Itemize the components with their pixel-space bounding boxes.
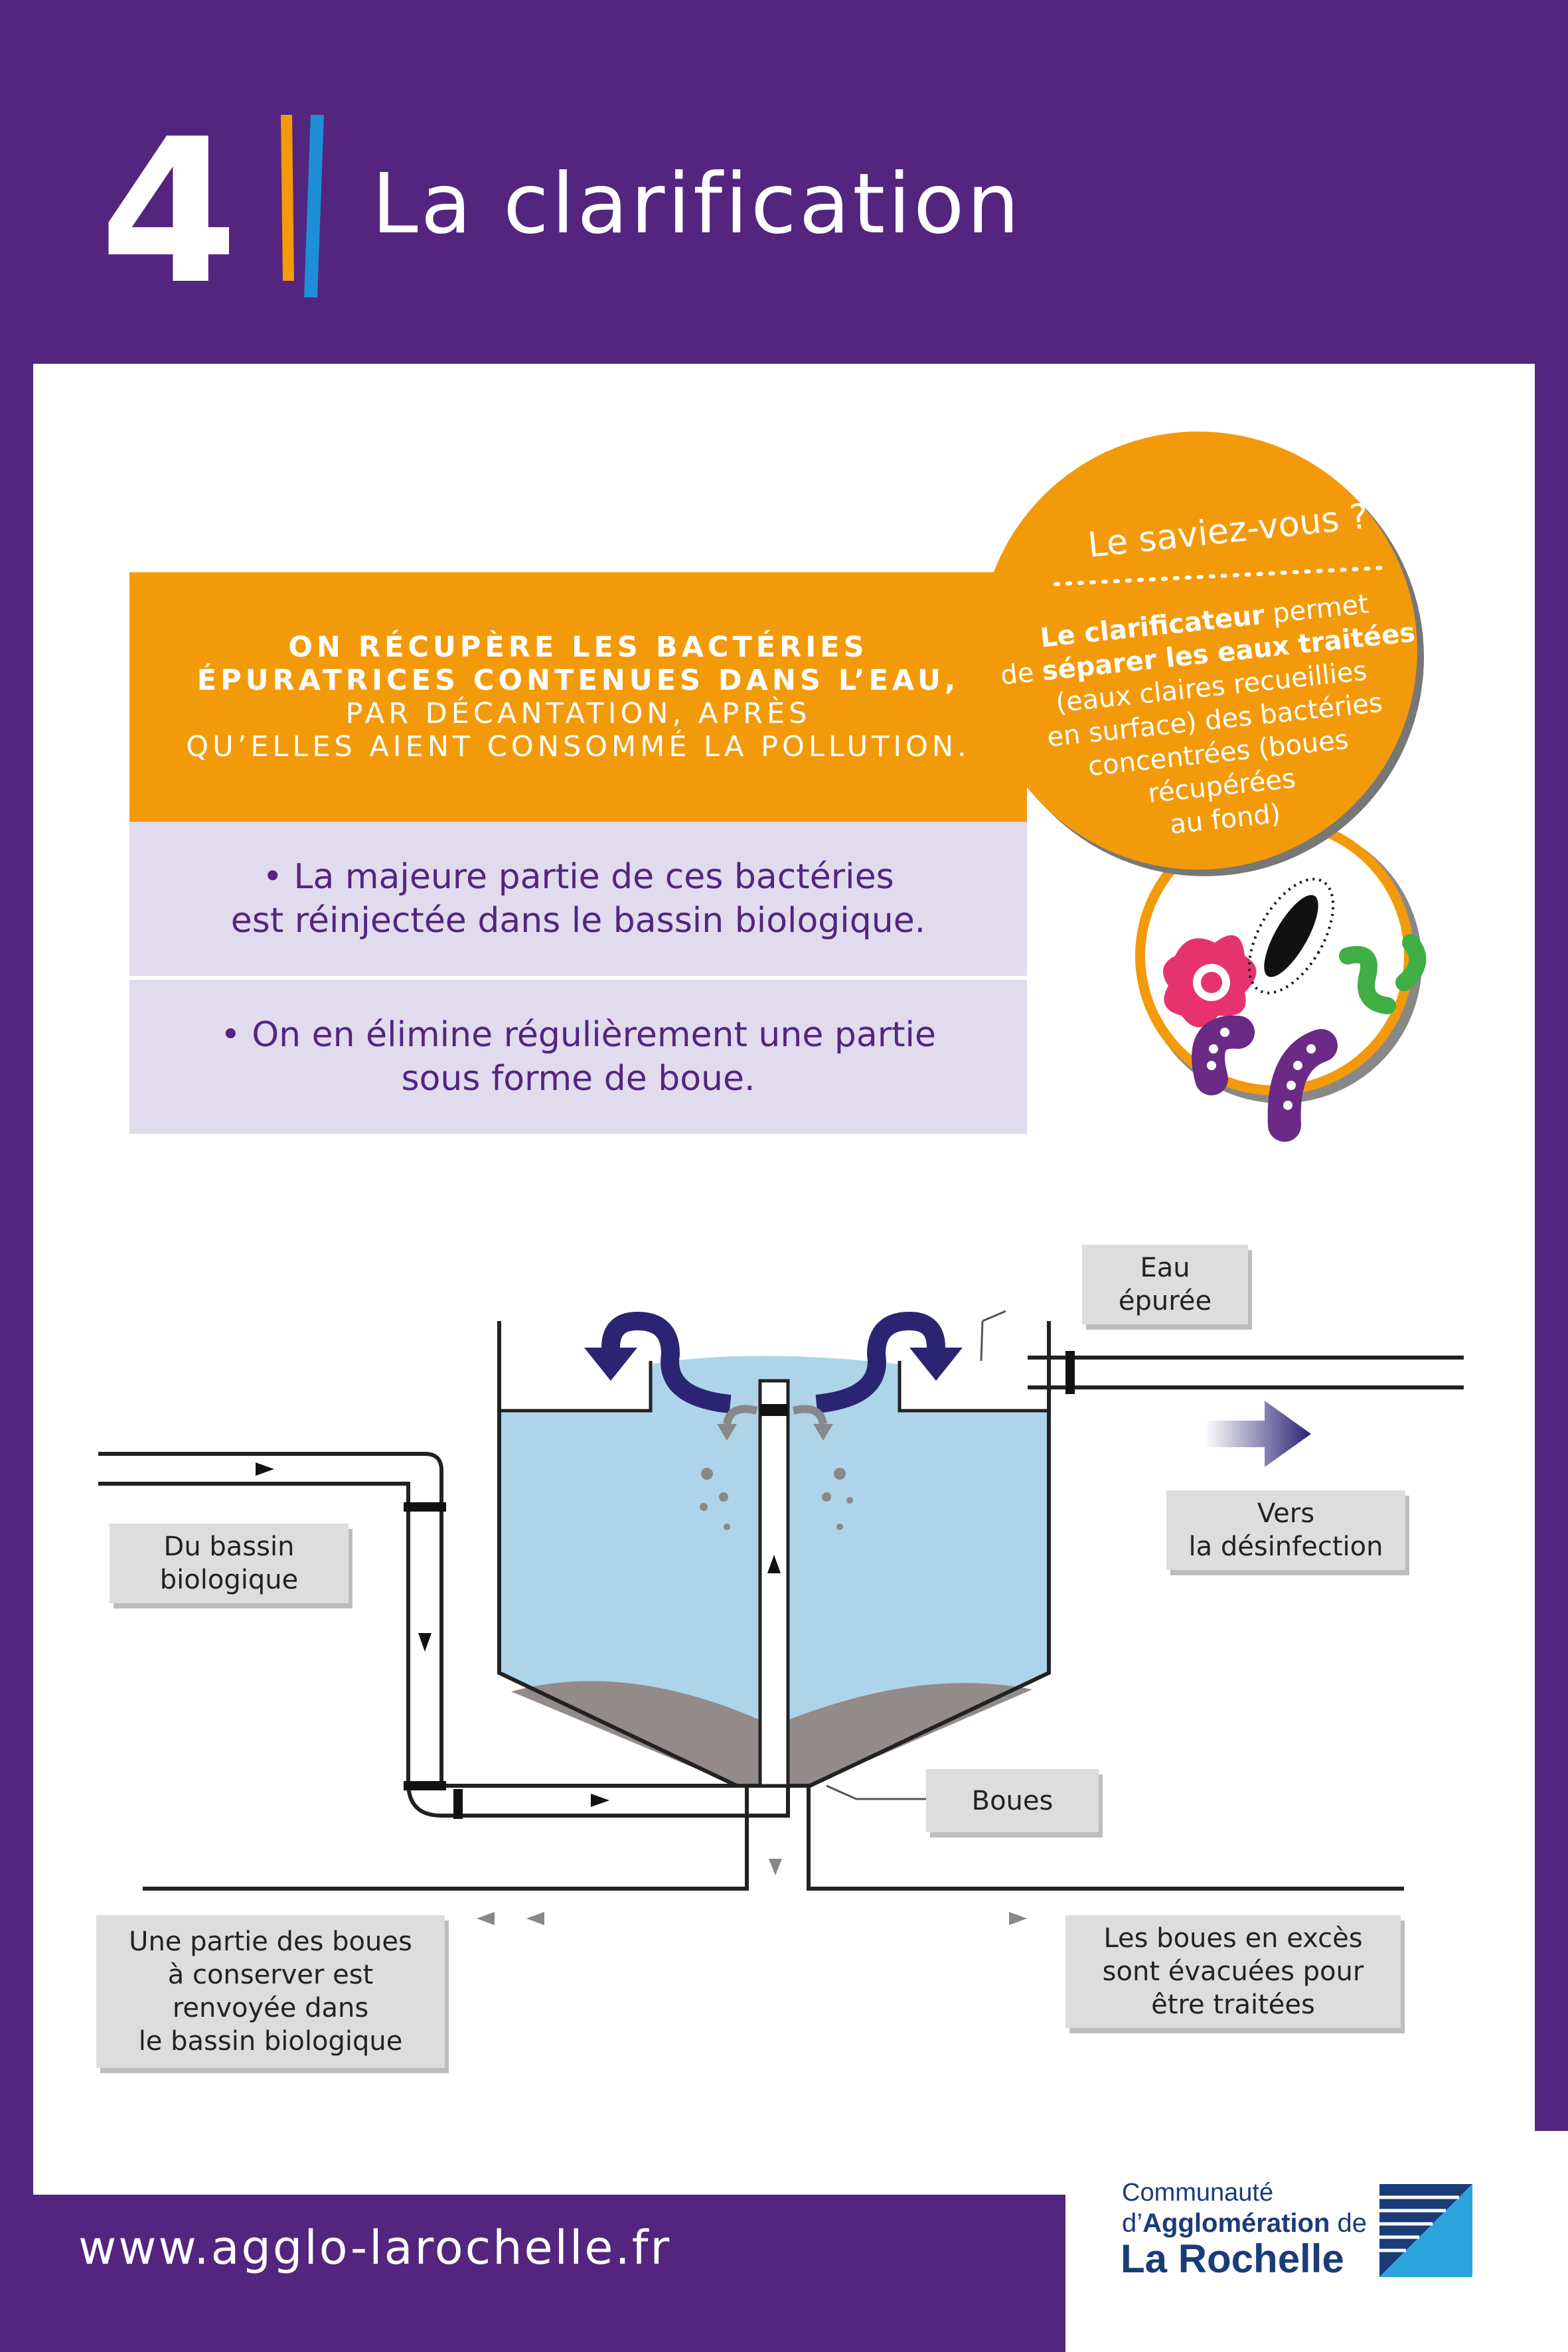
intro-line-3: par décantation, après (345, 697, 811, 730)
label-vers-desinfection: Vers la désinfection (1166, 1490, 1405, 1570)
bullet-elimination: • On en élimine régulièrement une partie… (129, 980, 1027, 1134)
label-boues-conservees: Une partie des boues à conserver est ren… (96, 1915, 445, 2068)
step-number: 4 (100, 96, 238, 328)
amoeba-icon (1163, 935, 1257, 1028)
logo-emblem-icon (1379, 2184, 1472, 2277)
bullet-1-line-2: est réinjectée dans le bassin biologique… (230, 901, 926, 941)
label-vers-1: Vers (1257, 1498, 1315, 1529)
intro-line-4: qu’elles aient consommé la pollution. (186, 730, 971, 763)
intro-box: On récupère les bactéries épuratrices co… (129, 572, 1027, 822)
bullet-2-line-2: sous forme de boue. (401, 1059, 755, 1099)
bullet-2-line-1: • On en élimine régulièrement une partie (220, 1015, 936, 1055)
label-bassin-2: biologique (159, 1565, 299, 1595)
label-boues-text: Boues (971, 1785, 1054, 1816)
label-boues: Boues (926, 1769, 1099, 1832)
logo-line-2: d’Agglomération de (1122, 2209, 1367, 2238)
spiky-bacterium-icon (1247, 878, 1335, 994)
label-vers-2: la désinfection (1188, 1531, 1383, 1562)
label-exces-2: sont évacuées pour (1102, 1956, 1364, 1987)
label-du-bassin: Du bassin biologique (110, 1524, 349, 1603)
info-circles (979, 431, 1427, 1142)
logo-line-2a: d’ (1122, 2209, 1143, 2238)
label-conservees-2: à conserver est (167, 1960, 374, 1990)
label-bassin-1: Du bassin (163, 1531, 295, 1562)
intro-line-1: On récupère les bactéries (288, 631, 868, 664)
label-exces-1: Les boues en excès (1103, 1923, 1363, 1954)
label-exces-3: être traitées (1151, 1990, 1315, 2020)
label-eau-epuree: Eau épurée (1082, 1245, 1248, 1324)
label-eau-epuree-1: Eau (1140, 1253, 1190, 1283)
logo-line-2b: Agglomération (1142, 2209, 1330, 2238)
bullet-reinjection: • La majeure partie de ces bactéries est… (129, 822, 1027, 976)
label-eau-epuree-2: épurée (1118, 1286, 1212, 1316)
logo-line-2c: de (1330, 2209, 1367, 2238)
logo-panel (1065, 2131, 1568, 2352)
label-conservees-4: le bassin biologique (138, 2026, 403, 2057)
bullet-1-line-1: • La majeure partie de ces bactéries (262, 857, 894, 897)
intro-line-2: épuratrices contenues dans l’eau, (196, 664, 960, 697)
bullet-divider (129, 976, 1027, 980)
website-link[interactable]: www.agglo-larochelle.fr (78, 2221, 672, 2275)
logo-line-3: La Rochelle (1121, 2236, 1344, 2281)
title-slash-icon (281, 115, 324, 297)
logo-line-1: Communauté (1122, 2179, 1274, 2207)
spirillum-icon (1339, 934, 1427, 1014)
saviez-vous-text: Le clarificateur permet de séparer les e… (972, 580, 1458, 860)
saviez-text-2: de (999, 656, 1044, 692)
label-conservees-1: Une partie des boues (129, 1926, 412, 1957)
label-conservees-3: renvoyée dans (172, 1993, 369, 2023)
clarifier-diagram (98, 1310, 1464, 1925)
label-boues-exces: Les boues en excès sont évacuées pour êt… (1065, 1915, 1401, 2028)
page-title: La clarification (372, 156, 1022, 252)
